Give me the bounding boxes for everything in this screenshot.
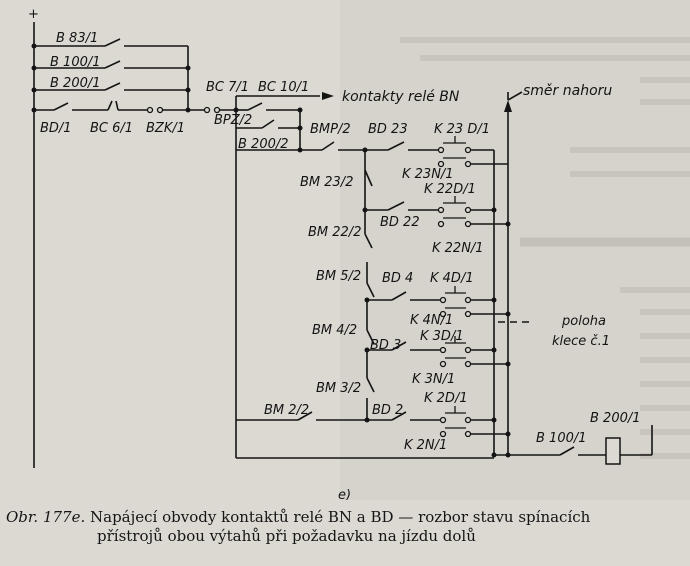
- plus-sign: +: [28, 7, 39, 22]
- label-position-line2: klece č.1: [552, 334, 610, 349]
- label-b100: B 100/1: [50, 55, 101, 70]
- label-position-line1: poloha: [561, 314, 606, 329]
- supply-rail: + B 83/1 B 100/1 B 200/1: [28, 7, 191, 468]
- label-bc7: BC 7/1: [206, 80, 249, 95]
- main-series-line: BD/1 BC 6/1 BZK/1 BC 7/1 BC 10/1 kontakt…: [34, 80, 460, 458]
- caption-line1: Napájecí obvody kontaktů relé BN a BD — …: [90, 508, 591, 526]
- floor-23-circuit: BMP/2 BD 23 K 23 D/1 K 23N/1: [236, 122, 508, 210]
- label-e: e): [338, 488, 351, 500]
- label-direction-up: směr nahoru: [523, 83, 612, 99]
- label-k2n: K 2N/1: [404, 438, 447, 453]
- label-bc10: BC 10/1: [258, 80, 309, 95]
- figure-caption: Obr. 177e. Napájecí obvody kontaktů relé…: [6, 508, 686, 546]
- label-b2001: B 200/1: [590, 411, 641, 426]
- label-bc6: BC 6/1: [90, 121, 133, 136]
- label-contacts-bn: kontakty relé BN: [342, 89, 460, 105]
- label-b2002: B 200/2: [238, 137, 289, 152]
- label-bm22: BM 22/2: [308, 225, 361, 240]
- label-bd23: BD 23: [368, 122, 408, 137]
- label-bm4: BM 4/2: [312, 323, 357, 338]
- label-k4d: K 4D/1: [430, 271, 474, 286]
- label-k2d: K 2D/1: [424, 391, 468, 406]
- label-k22d: K 22D/1: [424, 182, 476, 197]
- label-bm5: BM 5/2: [316, 269, 361, 284]
- label-bm3: BM 3/2: [316, 381, 361, 396]
- label-bd2: BD 2: [372, 403, 403, 418]
- label-bm23: BM 23/2: [300, 175, 353, 190]
- label-k4n: K 4N/1: [410, 313, 453, 328]
- label-bmp: BMP/2: [310, 122, 351, 137]
- bottom-return-line: B 100/1 B 200/1 e): [236, 411, 653, 500]
- label-bd3: BD 3: [370, 338, 401, 353]
- circuit-diagram: + B 83/1 B 100/1 B 200/1 BD/1 BC 6/1: [28, 7, 690, 500]
- caption-line2: přístrojů obou výtahů při požadavku na j…: [97, 527, 476, 545]
- label-k3n: K 3N/1: [412, 372, 455, 387]
- figure-number: Obr. 177e.: [6, 508, 86, 526]
- label-k22n: K 22N/1: [432, 241, 484, 256]
- label-bpz: BPZ/2: [214, 113, 252, 128]
- floor-3-circuit: BD 3 K 3D/1 K 3N/1 BM 3/2: [316, 329, 511, 396]
- label-b83: B 83/1: [56, 31, 98, 46]
- label-bd1: BD/1: [40, 121, 72, 136]
- label-b200: B 200/1: [50, 76, 101, 91]
- label-bd22: BD 22: [380, 215, 420, 230]
- label-b1001: B 100/1: [536, 431, 587, 446]
- label-k23n: K 23N/1: [402, 167, 454, 182]
- floor-2-circuit: BM 2/2 BD 2 K 2D/1 K 2N/1: [236, 391, 511, 453]
- floor-22-circuit: BM 23/2 K 22D/1 BD 22 BM 22/2 K 22N/1: [300, 169, 511, 256]
- floor-4-circuit: BM 5/2 BD 4 K 4D/1 K 4N/1 BM 4/2: [312, 262, 511, 345]
- label-bm2: BM 2/2: [264, 403, 309, 418]
- label-bd4: BD 4: [382, 271, 413, 286]
- label-k23d: K 23 D/1: [434, 122, 490, 137]
- label-k3d: K 3D/1: [420, 329, 464, 344]
- label-bzk: BZK/1: [146, 121, 185, 136]
- coil-b200: [605, 437, 621, 465]
